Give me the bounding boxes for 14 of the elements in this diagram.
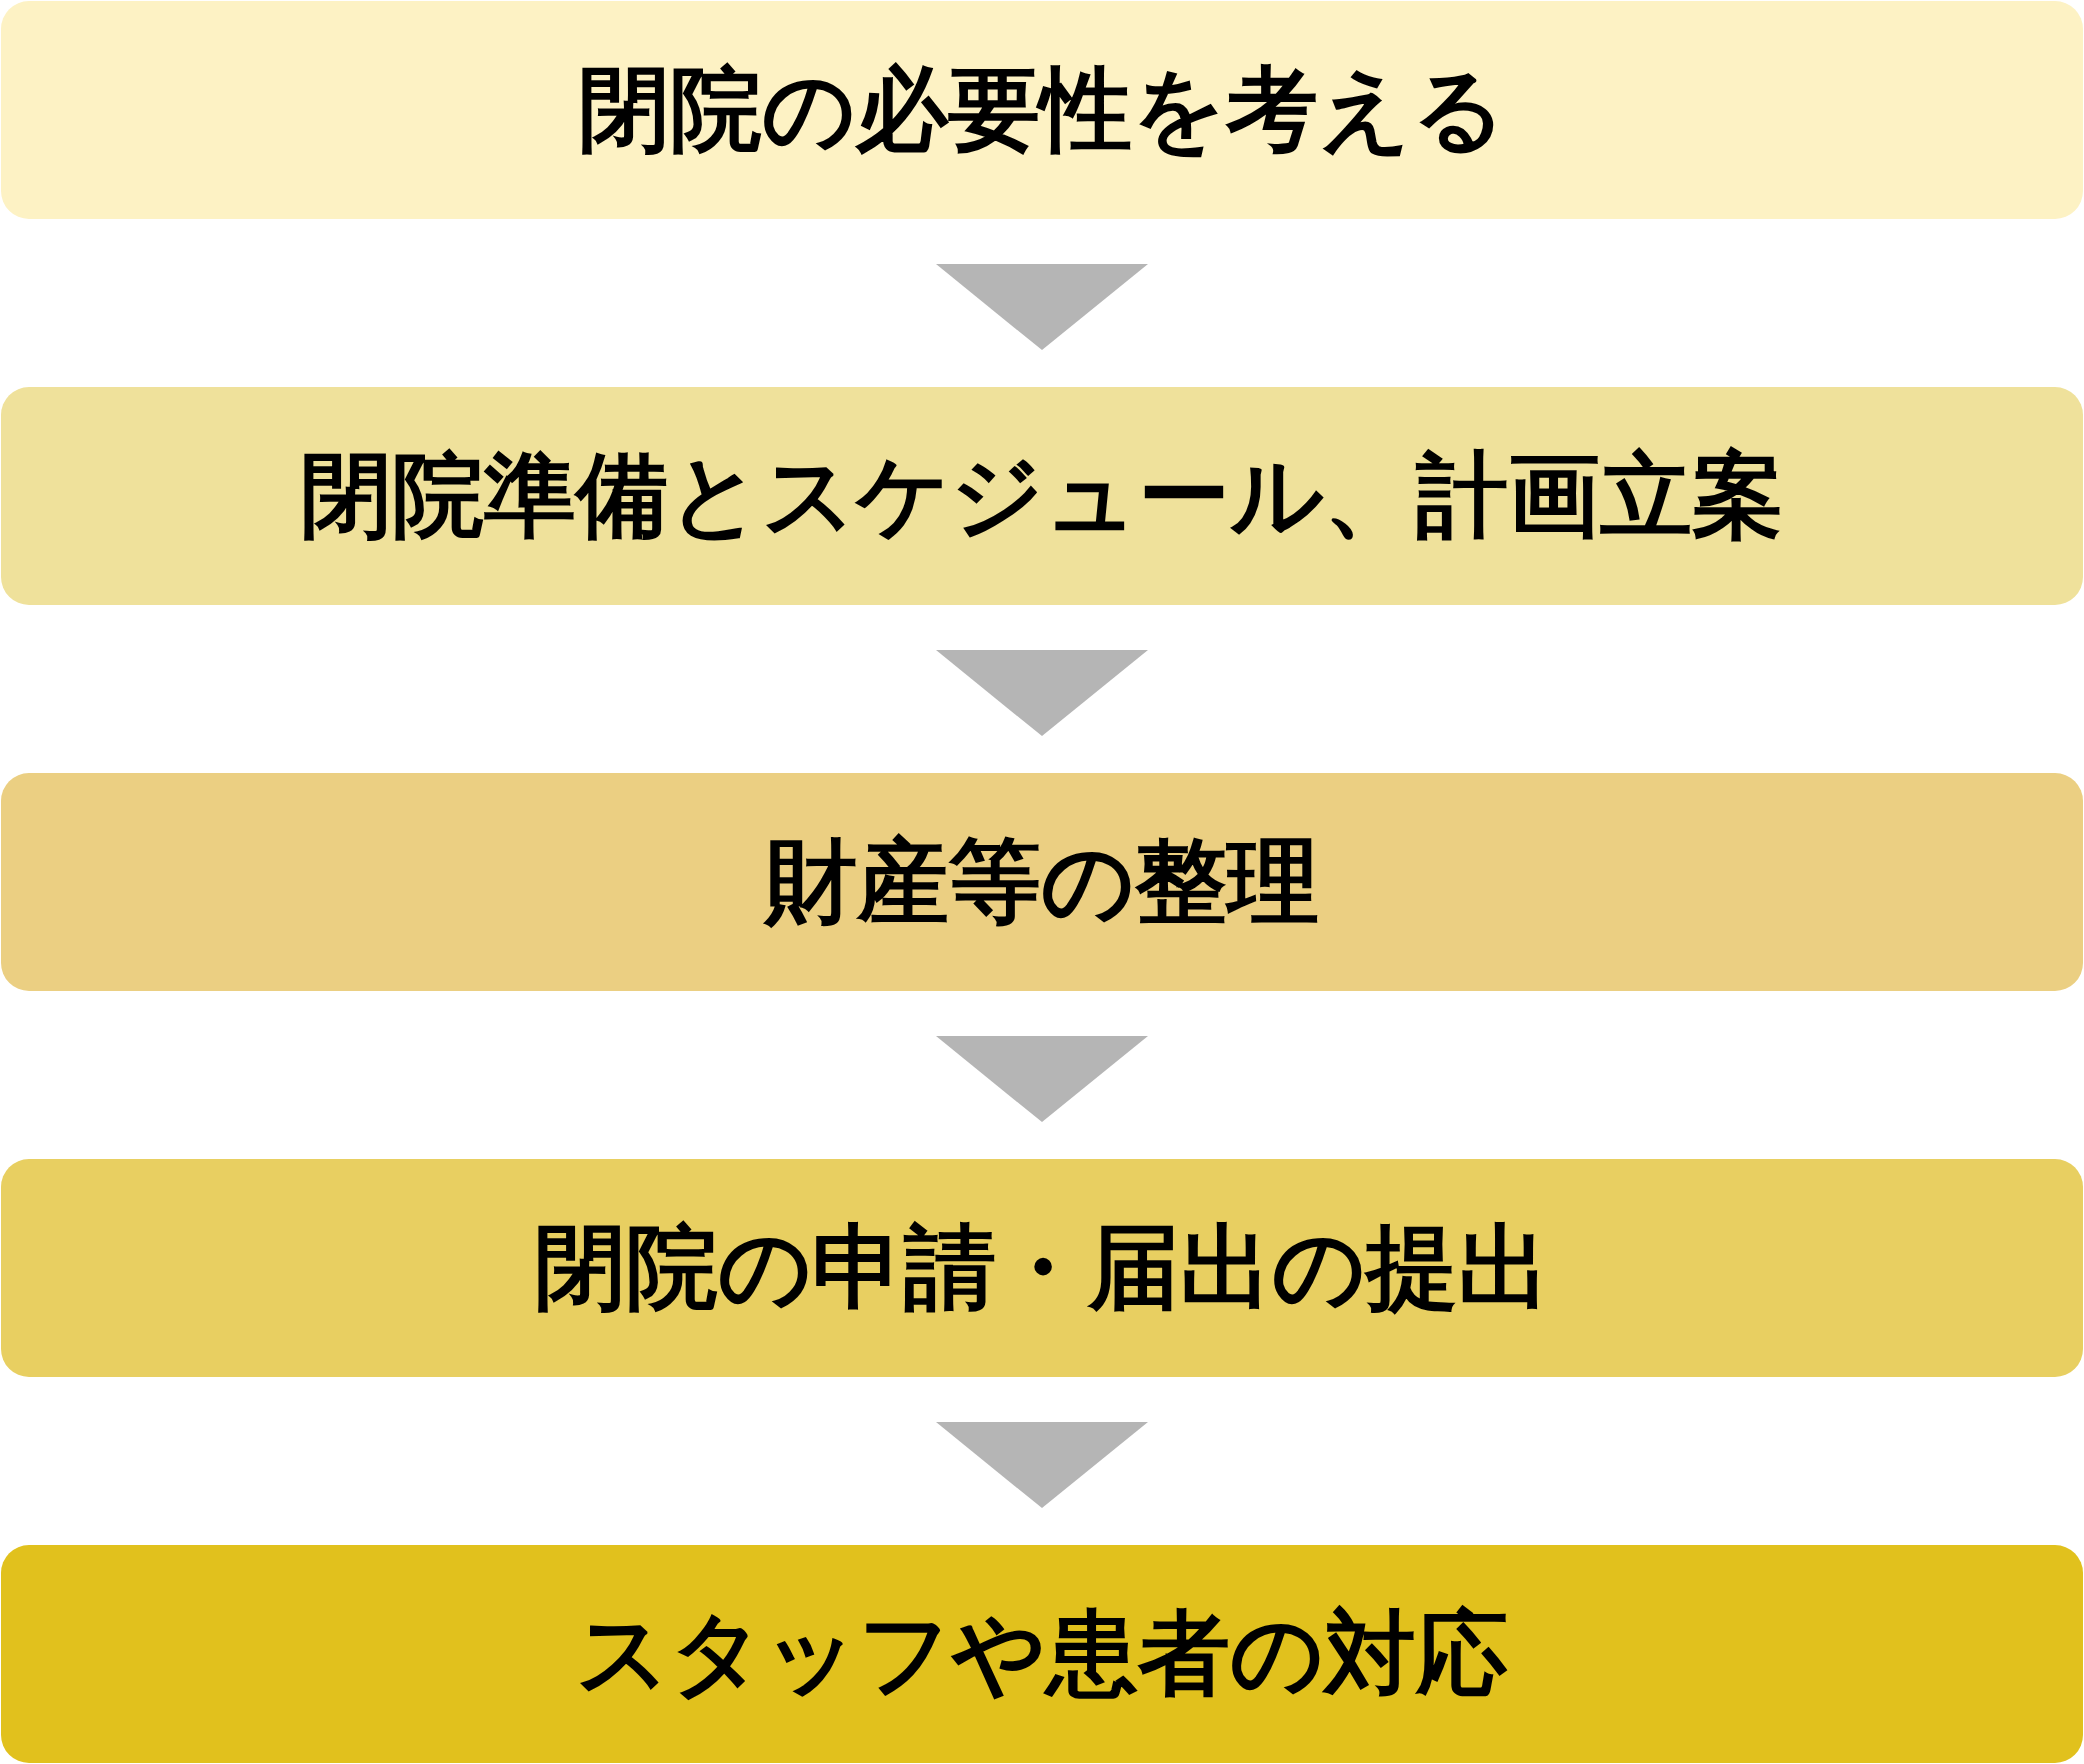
process-box	[1, 773, 2083, 991]
process-box	[1, 1545, 2083, 1763]
step-label: 財産等の整理	[765, 829, 1319, 935]
arrow	[936, 264, 1148, 351]
process-box	[1, 1, 2083, 219]
step-label: 閉院の申請・届出の提出	[534, 1215, 1550, 1321]
process-box	[1, 1159, 2083, 1377]
step-label: 閉院の必要性を考える	[578, 57, 1506, 163]
arrow	[936, 1422, 1148, 1509]
arrow	[936, 1036, 1148, 1123]
arrow	[936, 650, 1148, 737]
process-box	[1, 387, 2083, 605]
step-label: 閉院準備とスケジュール、計画立案	[300, 443, 1784, 549]
step-label: スタッフや患者の対応	[576, 1601, 1508, 1707]
